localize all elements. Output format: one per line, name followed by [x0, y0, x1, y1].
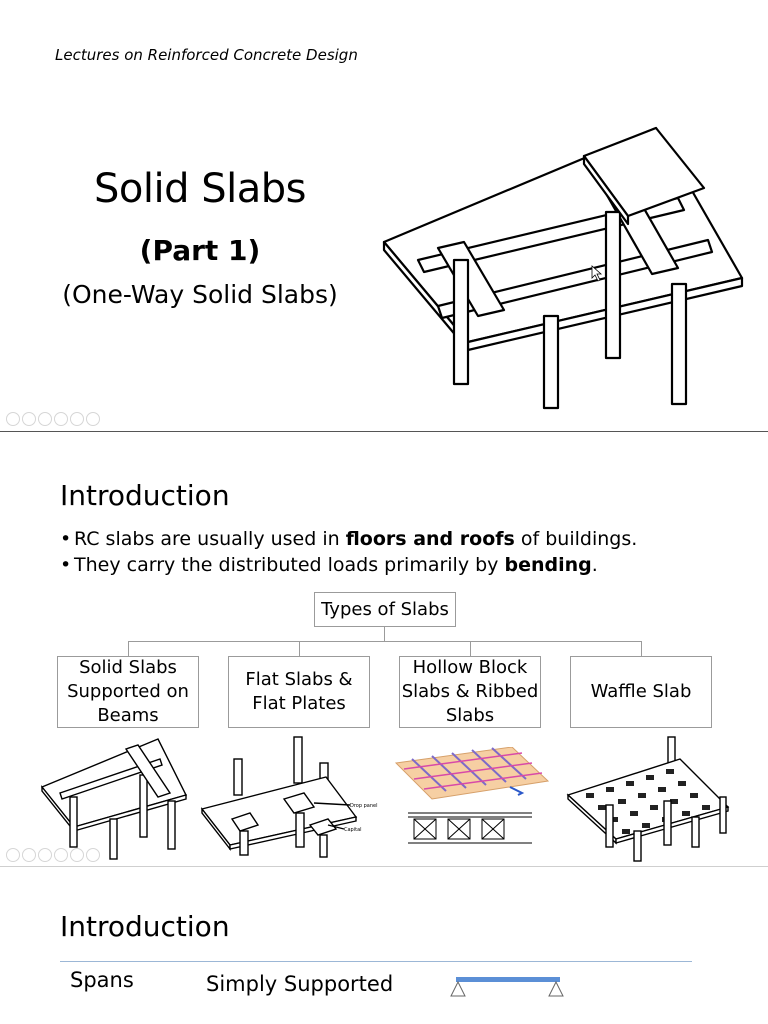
solid-slab-image [40, 738, 188, 860]
tree-connector [128, 641, 642, 642]
bullet-item: •RC slabs are usually used in floors and… [60, 528, 638, 550]
tree-connector [384, 627, 385, 641]
support-triangle-icon [450, 980, 466, 997]
slide-nav-icons[interactable] [6, 412, 100, 426]
mouse-cursor-icon [591, 265, 603, 282]
slide-title: Introduction [60, 479, 230, 512]
tree-root-box: Types of Slabs [314, 592, 456, 627]
simply-supported-beam-diagram [450, 977, 564, 997]
hollow-block-image [394, 747, 550, 844]
bullet-item: •They carry the distributed loads primar… [60, 554, 598, 576]
simply-supported-label: Simply Supported [206, 972, 394, 996]
slide-nav-icons[interactable] [6, 848, 100, 862]
tree-connector [299, 641, 300, 656]
title-rule [60, 961, 692, 962]
slide-title: Solid Slabs [94, 166, 306, 212]
bullet-list: •RC slabs are usually used in floors and… [60, 526, 637, 578]
tree-connector [641, 641, 642, 656]
slide-subtitle: (One-Way Solid Slabs) [62, 280, 338, 309]
introduction-slide-2: Introduction Spans Simply Supported [0, 868, 768, 1024]
course-header: Lectures on Reinforced Concrete Design [55, 46, 358, 64]
support-triangle-icon [548, 980, 564, 997]
slide-part: (Part 1) [139, 234, 261, 267]
tree-node-waffle-slab: Waffle Slab [570, 656, 712, 728]
drop-panel-label: Drop panel [350, 803, 378, 809]
slab-on-beams-drawing [382, 126, 744, 410]
capital-label: Capital [344, 827, 362, 833]
introduction-slide: Introduction •RC slabs are usually used … [0, 433, 768, 867]
tree-connector [128, 641, 129, 656]
waffle-slab-image [566, 736, 730, 862]
flat-slab-image: Drop panel Capital [200, 736, 378, 858]
slide-title: Introduction [60, 910, 230, 943]
title-slide: Lectures on Reinforced Concrete Design S… [0, 0, 768, 432]
tree-connector [470, 641, 471, 656]
spans-label: Spans [70, 968, 134, 992]
tree-node-flat-slabs: Flat Slabs &Flat Plates [228, 656, 370, 728]
